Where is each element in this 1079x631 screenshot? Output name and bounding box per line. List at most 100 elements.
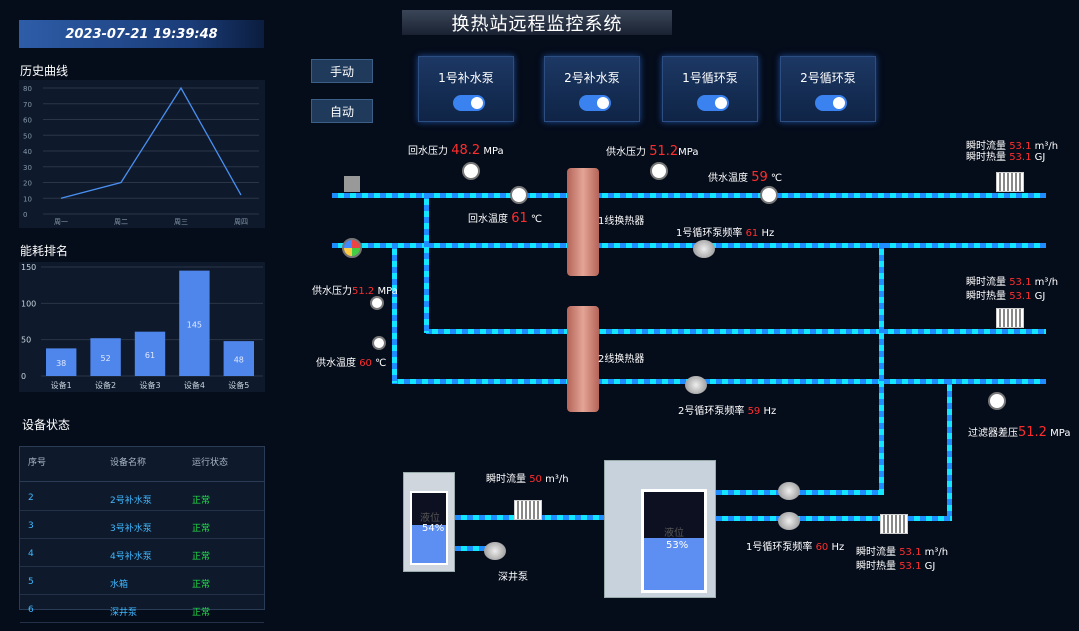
history-title: 历史曲线 bbox=[20, 64, 69, 78]
row-status: 正常 bbox=[192, 524, 211, 534]
y-tick-label: 30 bbox=[23, 164, 32, 172]
value: 51.2 bbox=[1018, 425, 1047, 440]
y-tick-label: 0 bbox=[23, 211, 27, 219]
hx2-label: 2线换热器 bbox=[598, 354, 645, 365]
value: 50 bbox=[529, 474, 542, 485]
tank-level-fill bbox=[644, 538, 704, 590]
row-device-name: 2号补水泵 bbox=[110, 496, 152, 506]
pump-toggle[interactable] bbox=[815, 95, 847, 111]
pump-toggle[interactable] bbox=[579, 95, 611, 111]
unit: m³/h bbox=[1034, 141, 1059, 152]
bar-data-label: 48 bbox=[234, 356, 244, 365]
row-index: 4 bbox=[28, 549, 34, 559]
pipe-vertical-2 bbox=[392, 243, 397, 383]
flow-readout-3: 瞬时流量 53.1 m³/h 瞬时热量 53.1 GJ bbox=[856, 546, 948, 574]
row-status: 正常 bbox=[192, 552, 211, 562]
pump-icon bbox=[693, 240, 715, 258]
left-supply-temp-readout: 供水温度 60 ℃ bbox=[316, 354, 386, 369]
row-status: 正常 bbox=[192, 608, 211, 618]
status-header-name: 设备名称 bbox=[110, 458, 147, 468]
x-tick-label: 设备2 bbox=[95, 380, 116, 390]
auto-mode-button[interactable]: 自动 bbox=[311, 99, 373, 123]
unit: MPa bbox=[483, 146, 504, 157]
pump-card-label: 2号循环泵 bbox=[800, 71, 856, 85]
row-device-name: 3号补水泵 bbox=[110, 524, 152, 534]
label: 供水温度 bbox=[316, 358, 356, 369]
bar bbox=[134, 331, 166, 376]
pipe-line-2 bbox=[332, 243, 1046, 248]
pump-icon bbox=[484, 542, 506, 560]
pump-icon bbox=[778, 482, 800, 500]
hot-water-tank: 液位 53% bbox=[604, 460, 716, 598]
series-line bbox=[60, 86, 242, 199]
filter-diff-readout: 过滤器差压51.2 MPa bbox=[968, 424, 1070, 440]
tank-level-percent: 54% bbox=[422, 523, 445, 534]
pipe-line-1 bbox=[332, 193, 1046, 198]
energy-title: 能耗排名 bbox=[20, 244, 69, 258]
pressure-gauge-icon bbox=[650, 162, 668, 180]
page-title: 换热站远程监控系统 bbox=[402, 10, 672, 35]
manual-mode-button[interactable]: 手动 bbox=[311, 59, 373, 83]
value: 59 bbox=[751, 170, 768, 185]
pump-icon bbox=[778, 512, 800, 530]
status-title: 设备状态 bbox=[22, 418, 71, 432]
bar-data-label: 52 bbox=[101, 354, 111, 363]
pump1-freq-readout: 1号循环泵频率 61 Hz bbox=[676, 224, 774, 239]
unit: Hz bbox=[831, 542, 845, 553]
tank-level-window: 液位 53% bbox=[641, 489, 707, 593]
value: 53.1 bbox=[899, 561, 922, 572]
label: 瞬时流量 bbox=[966, 141, 1006, 152]
pump-card-label: 2号补水泵 bbox=[564, 71, 620, 85]
label: 瞬时流量 bbox=[486, 474, 526, 485]
bar bbox=[46, 348, 77, 376]
x-tick-label: 设备3 bbox=[139, 380, 160, 390]
flow-meter-icon bbox=[996, 308, 1024, 328]
label: 瞬时热量 bbox=[966, 291, 1006, 302]
unit: m³/h bbox=[924, 547, 949, 558]
pressure-gauge-icon bbox=[462, 162, 480, 180]
pump-toggle[interactable] bbox=[697, 95, 729, 111]
thermometer-gauge-icon bbox=[760, 186, 778, 204]
pump-card-label: 1号补水泵 bbox=[438, 71, 494, 85]
tank-level-window: 液位 54% bbox=[410, 491, 448, 565]
value: 51.2 bbox=[649, 144, 679, 159]
row-device-name: 深井泵 bbox=[110, 608, 138, 618]
deep-pump-label: 深井泵 bbox=[498, 572, 528, 583]
pipe-vertical-3 bbox=[879, 243, 884, 493]
value: 53.1 bbox=[1009, 141, 1032, 152]
status-header-index: 序号 bbox=[28, 458, 47, 468]
label: 供水压力 bbox=[606, 147, 646, 158]
unit: GJ bbox=[924, 561, 936, 572]
label: 瞬时流量 bbox=[966, 277, 1006, 288]
x-tick-label: 周一 bbox=[54, 218, 68, 226]
y-tick-label: 70 bbox=[23, 101, 32, 109]
x-tick-label: 周三 bbox=[174, 218, 188, 226]
value: 48.2 bbox=[451, 143, 481, 158]
pipe-line-6 bbox=[716, 516, 952, 521]
pump-toggle[interactable] bbox=[453, 95, 485, 111]
label: 瞬时流量 bbox=[856, 547, 896, 558]
tank-level-label: 液位 bbox=[664, 528, 684, 539]
pump-card-make-up-1: 1号补水泵 bbox=[418, 56, 514, 122]
heat-exchanger-2 bbox=[567, 306, 599, 412]
bar-data-label: 145 bbox=[187, 320, 202, 329]
thermometer-gauge-icon bbox=[372, 336, 386, 350]
y-tick-label: 150 bbox=[21, 263, 36, 272]
return-temp-readout: 回水温度 61 ℃ bbox=[468, 210, 542, 226]
unit: ℃ bbox=[530, 214, 543, 225]
value: 53.1 bbox=[1009, 291, 1032, 302]
hx1-label: 1线换热器 bbox=[598, 216, 645, 227]
value: 61 bbox=[511, 211, 528, 226]
unit: MPa bbox=[377, 286, 398, 297]
row-status: 正常 bbox=[192, 496, 211, 506]
tank-level-fill bbox=[412, 525, 446, 563]
value: 59 bbox=[747, 406, 761, 417]
x-tick-label: 周二 bbox=[114, 218, 128, 226]
flow-meter-icon bbox=[996, 172, 1024, 192]
